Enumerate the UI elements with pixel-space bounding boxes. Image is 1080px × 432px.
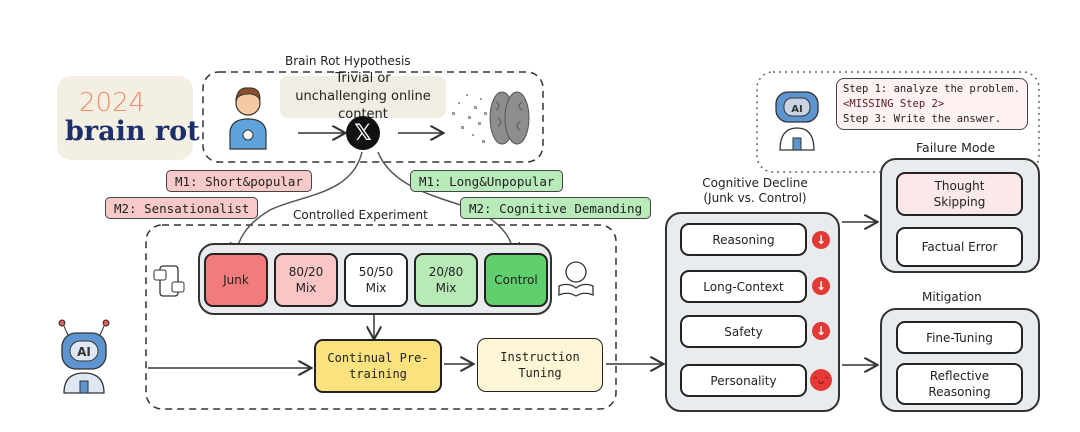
decline-title: Cognitive Decline (Junk vs. Control) (680, 176, 830, 206)
junk-metric-m1: M1: Short&popular (166, 170, 312, 192)
decline-title-line2: (Junk vs. Control) (703, 191, 807, 205)
failure-item-factual-error: Factual Error (896, 227, 1023, 267)
hypothesis-title: Brain Rot Hypothesis (285, 54, 411, 68)
mitigation-item-fine-tuning: Fine-Tuning (896, 321, 1023, 354)
brain-rot-logo: 2024 brain rot (57, 76, 200, 160)
confused-robot-icon: AI (768, 82, 826, 152)
svg-text:AI: AI (791, 104, 802, 115)
junk-path (236, 151, 363, 255)
mix-50-50: 50/50 Mix (344, 253, 408, 307)
decline-item-personality: Personality (680, 364, 807, 397)
decline-item-reasoning: Reasoning (680, 223, 807, 256)
experiment-title: Controlled Experiment (293, 208, 428, 222)
ai-robot-icon: AI (54, 315, 114, 395)
control-metric-m1: M1: Long&Unpopular (410, 170, 564, 192)
mix-junk: Junk (204, 253, 268, 307)
mitigation-item-reflective-reasoning: Reflective Reasoning (896, 363, 1023, 405)
brain-dissolve-image (446, 82, 536, 156)
junk-metric-m2: M2: Sensationalist (105, 197, 259, 219)
failure-item-thought-skipping: Thought Skipping (896, 172, 1023, 216)
down-arrow-icon: ↓ (812, 322, 830, 340)
decline-title-line1: Cognitive Decline (702, 176, 808, 190)
down-arrow-icon: ↓ (812, 231, 830, 249)
speech-step-3: Step 3: Write the answer. (843, 113, 1002, 125)
experiment-frame (145, 224, 617, 410)
person-icon (226, 85, 270, 151)
pretraining-box: Continual Pre-training (314, 339, 442, 393)
logo-title: brain rot (65, 116, 200, 147)
svg-text:AI: AI (77, 345, 91, 359)
speech-step-1: Step 1: analyze the problem. (843, 83, 1021, 95)
decline-item-long-context: Long-Context (680, 270, 807, 303)
devil-face-icon: ᵔᴗᵔ (810, 369, 832, 391)
hypothesis-frame (202, 71, 544, 163)
content-label: Trivial or unchallenging online content (280, 71, 446, 122)
down-arrow-icon: ↓ (812, 277, 830, 295)
logo-year: 2024 (79, 88, 146, 118)
mix-control: Control (484, 253, 548, 307)
reasoning-speech-bubble: Step 1: analyze the problem. <MISSING St… (836, 78, 1028, 130)
x-logo-icon: 𝕏 (346, 116, 380, 150)
mix-20-80: 20/80 Mix (414, 253, 478, 307)
decline-item-safety: Safety (680, 315, 807, 348)
mitigation-title: Mitigation (922, 290, 982, 304)
social-media-icon (152, 262, 188, 298)
control-metric-m2: M2: Cognitive Demanding (460, 197, 652, 219)
speech-missing-step: <MISSING Step 2> (843, 98, 945, 110)
brain-book-icon (556, 258, 596, 298)
instruction-tuning-box: Instruction Tuning (477, 338, 603, 392)
failure-title: Failure Mode (916, 140, 996, 155)
mix-80-20: 80/20 Mix (274, 253, 338, 307)
